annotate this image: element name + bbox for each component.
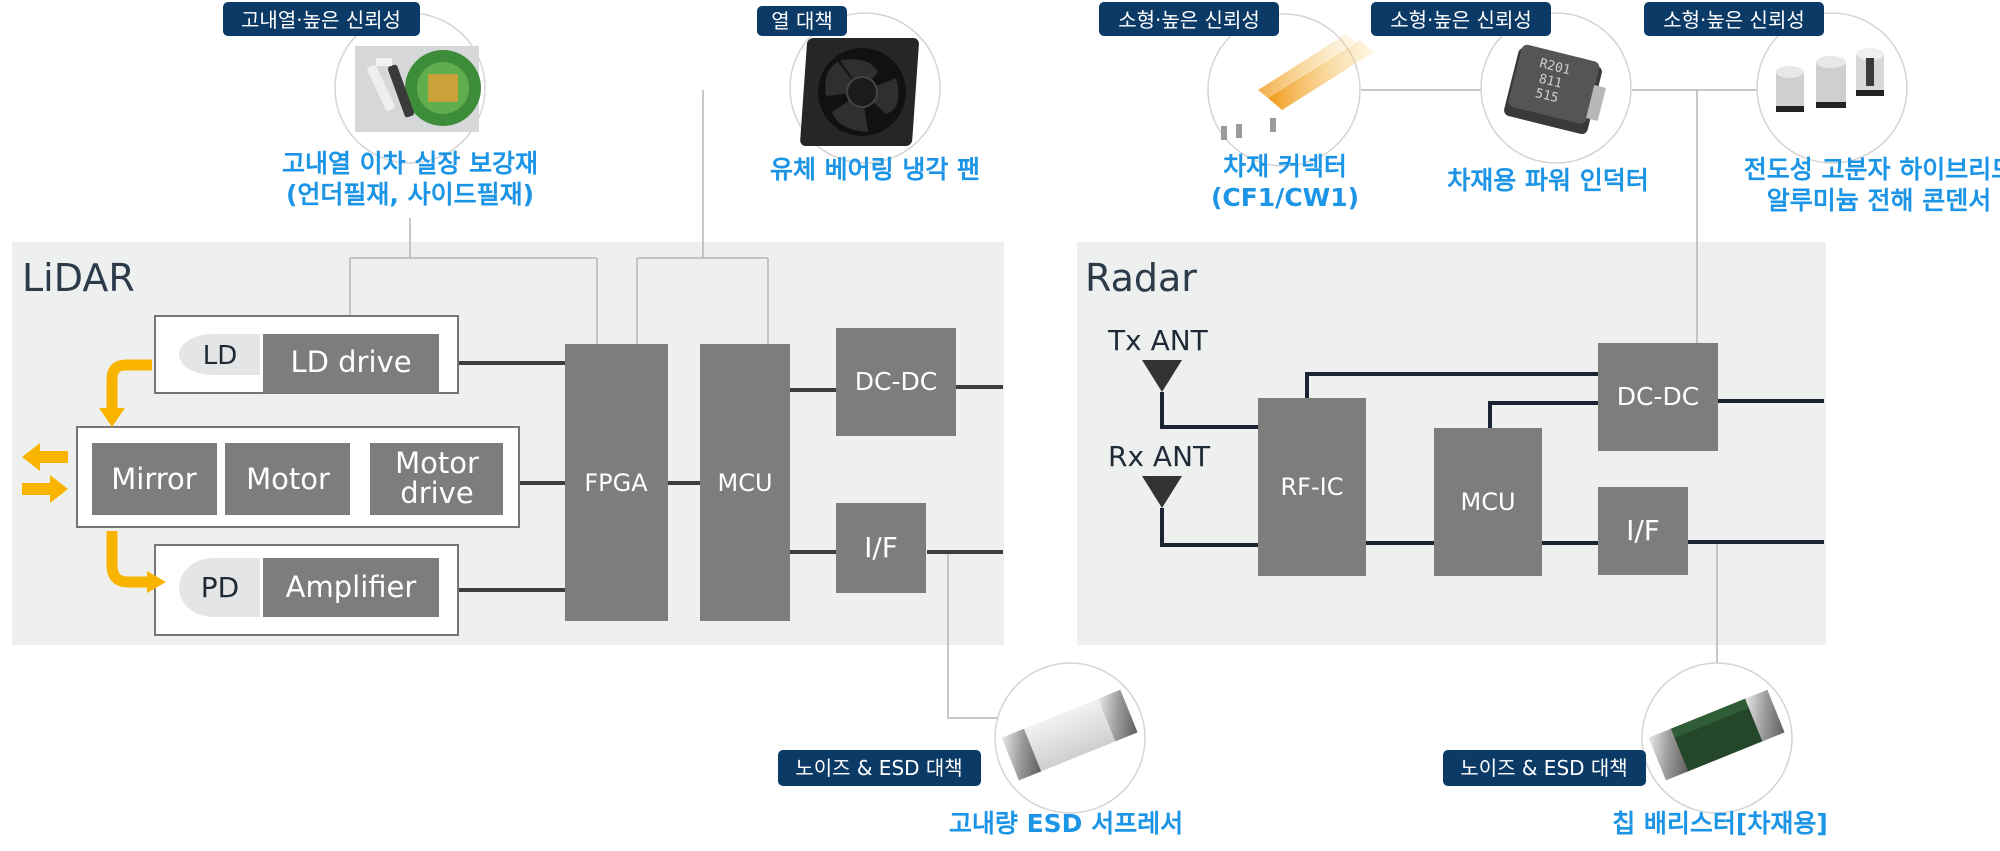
pd-bullet <box>179 558 260 617</box>
ld-label: LD <box>203 341 238 371</box>
capacitor-image <box>1776 48 1884 112</box>
underfill-product[interactable] <box>334 12 486 164</box>
badge-connector: 소형·높은 신뢰성 <box>1099 2 1279 36</box>
esd-suppressor-product[interactable] <box>994 662 1146 814</box>
radar-title: Radar <box>1085 256 1197 300</box>
esd-caption: 고내량 ESD 서프레서 <box>949 809 1183 838</box>
tx-ant-label: Tx ANT <box>1107 324 1209 357</box>
capacitor-caption-line2: 알루미늄 전해 콘덴서 <box>1767 186 1991 215</box>
motor-label: Motor <box>246 462 330 496</box>
lidar-mcu-block <box>700 344 790 621</box>
underfill-product-image <box>355 46 481 132</box>
badge-underfill: 고내열·높은 신뢰성 <box>223 2 420 36</box>
motor-drive-block <box>370 443 503 515</box>
radar-dcdc-block <box>1598 343 1718 451</box>
rx-ant-label: Rx ANT <box>1108 440 1211 473</box>
inductor-caption: 차재용 파워 인덕터 <box>1447 166 1648 195</box>
capacitor-caption-line1: 전도성 고분자 하이브리드 <box>1744 155 2000 184</box>
badge-inductor: 소형·높은 신뢰성 <box>1371 2 1551 36</box>
cooling-fan-image <box>800 38 919 146</box>
lidar-if-block <box>836 503 926 593</box>
rfic-block <box>1258 398 1366 576</box>
esd-suppressor-image <box>1001 689 1138 781</box>
badge-capacitor: 소형·높은 신뢰성 <box>1644 2 1824 36</box>
fpga-label: FPGA <box>584 469 648 497</box>
lidar-dcdc-label: DC-DC <box>855 367 937 396</box>
badge-fan: 열 대책 <box>757 6 847 36</box>
cooling-fan-product[interactable] <box>789 12 941 164</box>
lidar-mcu-label: MCU <box>717 469 772 497</box>
capacitor-product[interactable] <box>1756 12 1908 164</box>
svg-text:소형·높은 신뢰성: 소형·높은 신뢰성 <box>1663 8 1805 32</box>
optical-path-arrows <box>106 359 152 588</box>
amplifier-block <box>263 558 439 617</box>
badge-esd: 노이즈 & ESD 대책 <box>778 750 981 786</box>
inductor-marking-line1: R201 <box>1538 56 1572 78</box>
inductor-marking-line2: 811 <box>1537 72 1563 92</box>
power-inductor-image: R201 811 515 <box>1504 44 1606 135</box>
leader-lines <box>349 89 1762 719</box>
fan-caption: 유체 베어링 냉각 팬 <box>770 155 980 184</box>
tx-antenna-icon <box>1142 360 1182 392</box>
badge-varistor: 노이즈 & ESD 대책 <box>1443 750 1646 786</box>
rx-antenna-icon <box>1142 476 1182 508</box>
connector-product[interactable] <box>1207 0 1374 167</box>
rfic-label: RF-IC <box>1281 473 1344 501</box>
inductor-marking-line3: 515 <box>1534 86 1560 106</box>
fpga-block <box>565 344 668 621</box>
svg-text:소형·높은 신뢰성: 소형·높은 신뢰성 <box>1390 8 1532 32</box>
power-inductor-product[interactable]: R201 811 515 <box>1480 12 1632 164</box>
radar-if-label: I/F <box>1626 514 1660 547</box>
underfill-caption-line1: 고내열 이차 실장 보강재 <box>282 149 538 178</box>
radar-wires <box>1160 372 1824 547</box>
varistor-caption: 칩 배리스터[차재용] <box>1612 809 1828 838</box>
connector-caption-line1: 차재 커넥터 <box>1223 152 1347 181</box>
amplifier-label: Amplifier <box>286 570 417 604</box>
radar-mcu-block <box>1434 428 1542 576</box>
ld-bullet <box>179 334 260 375</box>
connector-caption-line2: (CF1/CW1) <box>1211 183 1359 212</box>
motor-drive-label-line2: drive <box>400 476 473 510</box>
radar-if-block <box>1598 487 1688 575</box>
ld-drive-block <box>263 334 439 393</box>
svg-text:노이즈 & ESD 대책: 노이즈 & ESD 대책 <box>1460 756 1627 780</box>
connector-image <box>1221 34 1374 140</box>
svg-text:열 대책: 열 대책 <box>771 9 833 33</box>
chip-varistor-image <box>1648 689 1785 781</box>
lidar-title: LiDAR <box>22 256 135 300</box>
mirror-block <box>92 443 217 515</box>
radar-dcdc-label: DC-DC <box>1617 382 1699 411</box>
motor-block <box>225 443 350 515</box>
lidar-if-label: I/F <box>864 531 898 564</box>
ld-drive-label: LD drive <box>290 345 411 379</box>
svg-text:소형·높은 신뢰성: 소형·높은 신뢰성 <box>1118 8 1260 32</box>
chip-varistor-product[interactable] <box>1641 662 1793 814</box>
svg-text:노이즈 & ESD 대책: 노이즈 & ESD 대책 <box>795 756 962 780</box>
mirror-label: Mirror <box>111 462 197 496</box>
radar-mcu-label: MCU <box>1460 488 1515 516</box>
underfill-caption-line2: (언더필재, 사이드필재) <box>286 180 534 209</box>
pd-label: PD <box>201 571 239 604</box>
svg-text:고내열·높은 신뢰성: 고내열·높은 신뢰성 <box>241 8 401 32</box>
optical-path-arrowheads <box>22 408 166 593</box>
lidar-dcdc-block <box>836 328 956 436</box>
motor-drive-label-line1: Motor <box>395 446 479 480</box>
